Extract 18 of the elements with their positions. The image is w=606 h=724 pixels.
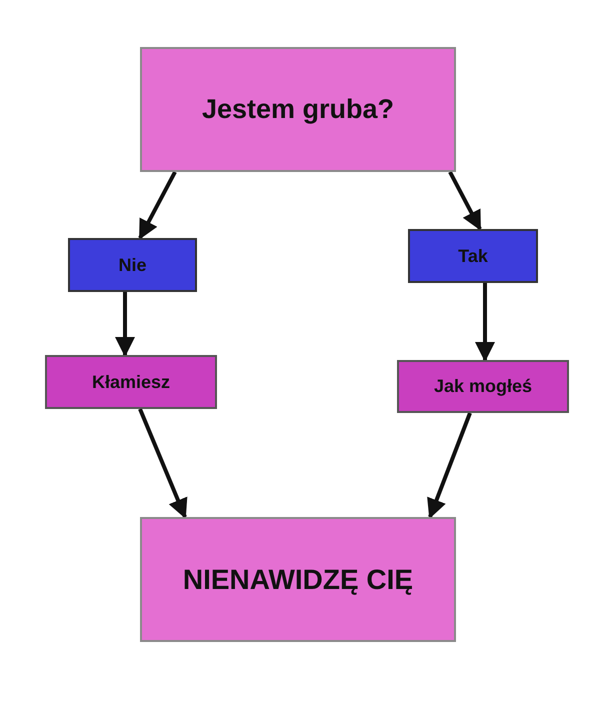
arrow xyxy=(138,171,177,240)
question-box xyxy=(140,47,456,172)
box-label: NIENAWIDZĘ CIĘ xyxy=(182,562,414,597)
box-label: Kłamiesz xyxy=(92,370,170,394)
response-box xyxy=(45,355,217,409)
box-label: Nie xyxy=(118,254,146,276)
arrow xyxy=(475,283,495,362)
box-label: Jestem gruba? xyxy=(202,93,394,126)
result-box xyxy=(140,517,456,642)
answer-box xyxy=(408,229,538,283)
arrow xyxy=(115,292,135,357)
answer-box xyxy=(68,238,197,292)
response-box xyxy=(397,360,569,413)
arrow xyxy=(138,408,188,519)
arrow xyxy=(427,412,472,519)
box-label: Tak xyxy=(458,244,488,268)
arrow xyxy=(448,171,482,231)
box-label: Jak mogłeś xyxy=(434,375,532,398)
